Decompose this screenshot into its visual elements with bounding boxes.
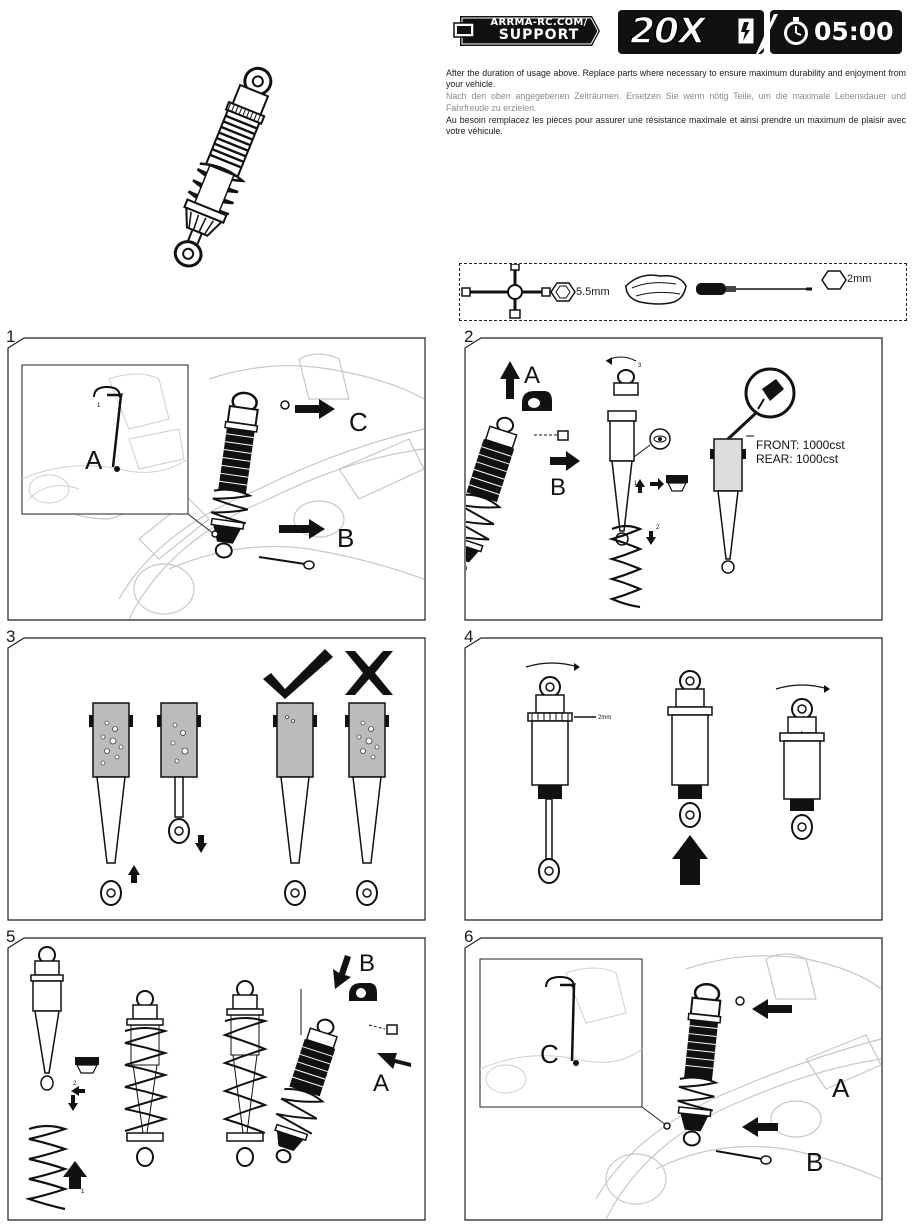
shop-rag-icon: [625, 274, 687, 305]
step-6-illustration: C A B: [479, 953, 882, 1220]
model-code: 20X: [629, 11, 706, 52]
step-number-6: 6: [464, 927, 474, 946]
svg-text:2: 2: [73, 1081, 77, 1087]
svg-text:A: A: [524, 362, 540, 389]
oil-rear-label: REAR: 1000cst: [756, 452, 839, 466]
hex-size-label: 2mm: [847, 273, 872, 285]
service-interval-badge: 20X 05:00: [618, 10, 902, 54]
svg-text:B: B: [806, 1147, 823, 1177]
correct-check-icon: [263, 649, 333, 699]
svg-text:2: 2: [656, 525, 660, 531]
hex-nut-icon: [550, 282, 576, 302]
step-number-3: 3: [6, 627, 16, 646]
svg-text:B: B: [550, 474, 566, 501]
support-text: ARRMA-RC.COM/ SUPPORT: [478, 16, 600, 46]
step-2-illustration: A B 3 1 2: [466, 356, 845, 609]
svg-text:1: 1: [81, 1189, 85, 1195]
support-badge[interactable]: ARRMA-RC.COM/ SUPPORT: [452, 14, 602, 48]
step-3-illustration: [89, 649, 393, 906]
svg-text:A: A: [832, 1073, 850, 1103]
svg-text:B: B: [359, 950, 375, 977]
svg-text:3: 3: [638, 363, 642, 369]
svg-text:1: 1: [97, 403, 101, 409]
step-number-5: 5: [6, 927, 16, 946]
cross-wrench-icon: [461, 264, 551, 319]
intro-text: After the duration of usage above. Repla…: [446, 68, 906, 138]
step-number-1: 1: [6, 327, 16, 346]
step-number-4: 4: [464, 627, 474, 646]
svg-text:B: B: [337, 523, 354, 553]
nut-size-label: 5.5mm: [576, 286, 610, 298]
hex-key-icon: [821, 270, 847, 290]
oil-front-label: FRONT: 1000cst: [756, 438, 845, 452]
step-4-illustration: 2mm: [525, 662, 830, 885]
svg-text:1: 1: [634, 481, 638, 487]
svg-text:A: A: [373, 1070, 389, 1097]
intro-en: After the duration of usage above. Repla…: [446, 68, 906, 90]
interval-time: 05:00: [814, 17, 894, 46]
svg-text:C: C: [540, 1039, 559, 1069]
hex-label-step4: 2mm: [598, 715, 611, 721]
step-number-2: 2: [464, 327, 474, 346]
step-1-illustration: A 1 C B: [21, 353, 425, 620]
svg-text:C: C: [349, 407, 368, 437]
intro-fr: Au besoin remplacez les pièces pour assu…: [446, 114, 906, 137]
svg-text:A: A: [85, 445, 103, 475]
support-line2: SUPPORT: [498, 27, 580, 43]
intro-de: Nach den oben angegebenen Zeiträumen. Er…: [446, 91, 906, 113]
shock-absorber-illustration: [173, 66, 273, 268]
required-tools-box: 5.5mm 2mm: [459, 263, 907, 321]
support-line1: ARRMA-RC.COM/: [490, 17, 588, 28]
incorrect-x-icon: [345, 651, 393, 695]
step-5-illustration: 2 1 B A: [24, 946, 411, 1211]
screwdriver-icon: [696, 283, 812, 295]
